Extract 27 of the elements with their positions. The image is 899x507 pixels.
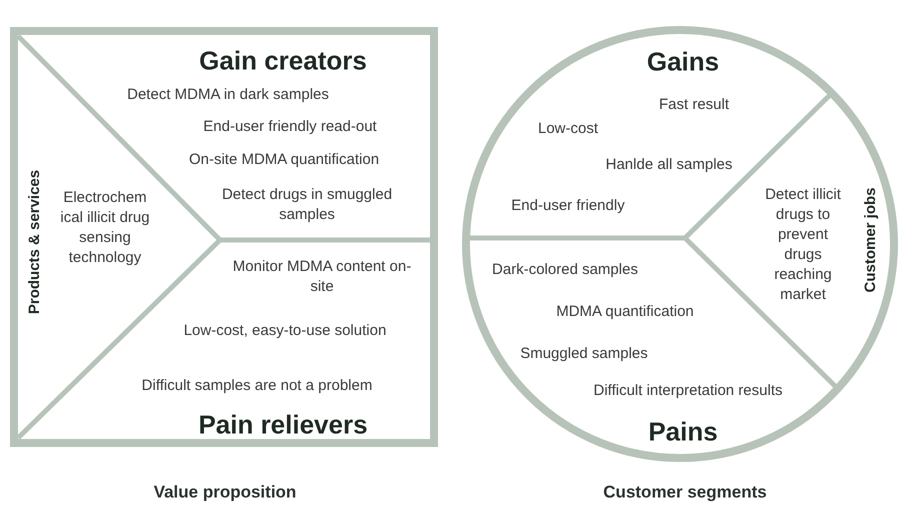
square-frame bbox=[10, 27, 438, 447]
node-label: Value proposition bbox=[154, 481, 296, 504]
section-heading: Pain relievers bbox=[198, 408, 368, 442]
node-label: Customer segments bbox=[603, 481, 767, 504]
item-text: Fast result bbox=[658, 95, 730, 115]
item-text: Electrochem ical illicit drug sensing technology bbox=[59, 188, 151, 268]
item-text: Difficult samples are not a problem bbox=[142, 376, 372, 396]
section-heading: Gain creators bbox=[199, 44, 367, 78]
item-text: Smuggled samples bbox=[520, 344, 648, 364]
item-text: End-user friendly read-out bbox=[203, 117, 377, 137]
item-text: Detect drugs in smuggled samples bbox=[220, 185, 394, 225]
item-text: On-site MDMA quantification bbox=[188, 150, 380, 170]
item-text: Low-cost, easy-to-use solution bbox=[184, 321, 386, 341]
item-text: Detect MDMA in dark samples bbox=[127, 85, 329, 105]
section-heading: Pains bbox=[648, 416, 718, 448]
item-text: Low-cost bbox=[538, 119, 598, 139]
item-text: Difficult interpretation results bbox=[594, 381, 782, 401]
item-text: Dark-colored samples bbox=[492, 260, 638, 280]
item-text: Hanlde all samples bbox=[606, 155, 732, 175]
item-text: End-user friendly bbox=[511, 196, 625, 216]
section-heading: Customer jobs bbox=[860, 188, 880, 292]
item-text: Monitor MDMA content on-site bbox=[232, 257, 412, 297]
section-heading: Products & services bbox=[24, 170, 44, 314]
circle-frame bbox=[462, 26, 898, 462]
item-text: Detect illicit drugs to prevent drugs reaching market bbox=[764, 185, 842, 305]
item-text: MDMA quantification bbox=[556, 302, 694, 322]
section-heading: Gains bbox=[646, 46, 720, 78]
